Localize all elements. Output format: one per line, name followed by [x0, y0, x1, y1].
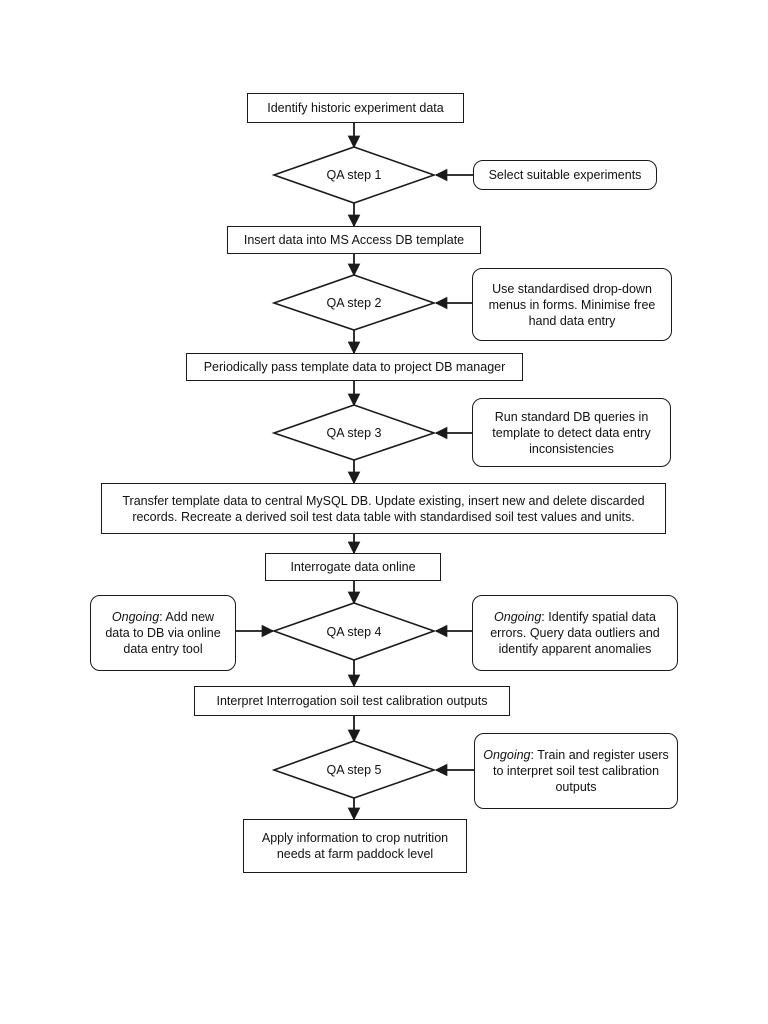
qa-step-3-label: QA step 3: [326, 425, 382, 440]
note-add-new-data-body: : Add new data to DB via online data ent…: [105, 610, 221, 656]
qa-step-4-diamond: [271, 602, 437, 661]
note-spatial-errors-text: Ongoing: Identify spatial data errors. Q…: [481, 609, 669, 657]
note-spatial-errors-lead: Ongoing: [494, 610, 542, 624]
note-select-experiments: Select suitable experiments: [473, 160, 657, 190]
note-spatial-errors-body: : Identify spatial data errors. Query da…: [490, 610, 660, 656]
step-apply-information: Apply information to crop nutrition need…: [243, 819, 467, 873]
qa-step-2-diamond: [271, 274, 437, 331]
note-standard-queries: Run standard DB queries in template to d…: [472, 398, 671, 467]
step-transfer-to-mysql: Transfer template data to central MySQL …: [101, 483, 666, 534]
note-add-new-data-text: Ongoing: Add new data to DB via online d…: [99, 609, 227, 657]
step-interrogate-online: Interrogate data online: [265, 553, 441, 581]
qa-step-2-label: QA step 2: [326, 295, 382, 310]
qa-step-5-label: QA step 5: [326, 762, 382, 777]
note-select-experiments-text: Select suitable experiments: [488, 168, 642, 182]
note-train-users-text: Ongoing: Train and register users to int…: [483, 747, 669, 795]
qa-step-1-label: QA step 1: [326, 168, 382, 182]
note-standard-queries-text: Run standard DB queries in template to d…: [492, 409, 651, 456]
step-identify-historic-data: Identify historic experiment data: [247, 93, 464, 123]
qa-step-3-diamond: [271, 404, 437, 461]
note-standardised-menus: Use standardised drop-down menus in form…: [472, 268, 672, 341]
note-add-new-data: Ongoing: Add new data to DB via online d…: [90, 595, 236, 671]
note-standardised-menus-text: Use standardised drop-down menus in form…: [488, 281, 656, 328]
step-pass-template-data: Periodically pass template data to proje…: [186, 353, 523, 381]
note-spatial-errors: Ongoing: Identify spatial data errors. Q…: [472, 595, 678, 671]
qa-step-1-diamond: [271, 146, 437, 204]
step-interpret-outputs: Interpret Interrogation soil test calibr…: [194, 686, 510, 716]
qa-step-5-diamond: [271, 740, 437, 799]
note-train-users-lead: Ongoing: [483, 748, 531, 762]
note-train-users-body: : Train and register users to interpret …: [492, 748, 669, 794]
qa-step-4-label: QA step 4: [326, 624, 382, 639]
note-train-users: Ongoing: Train and register users to int…: [474, 733, 678, 809]
note-add-new-data-lead: Ongoing: [111, 610, 160, 624]
step-insert-data-access: Insert data into MS Access DB template: [227, 226, 481, 254]
